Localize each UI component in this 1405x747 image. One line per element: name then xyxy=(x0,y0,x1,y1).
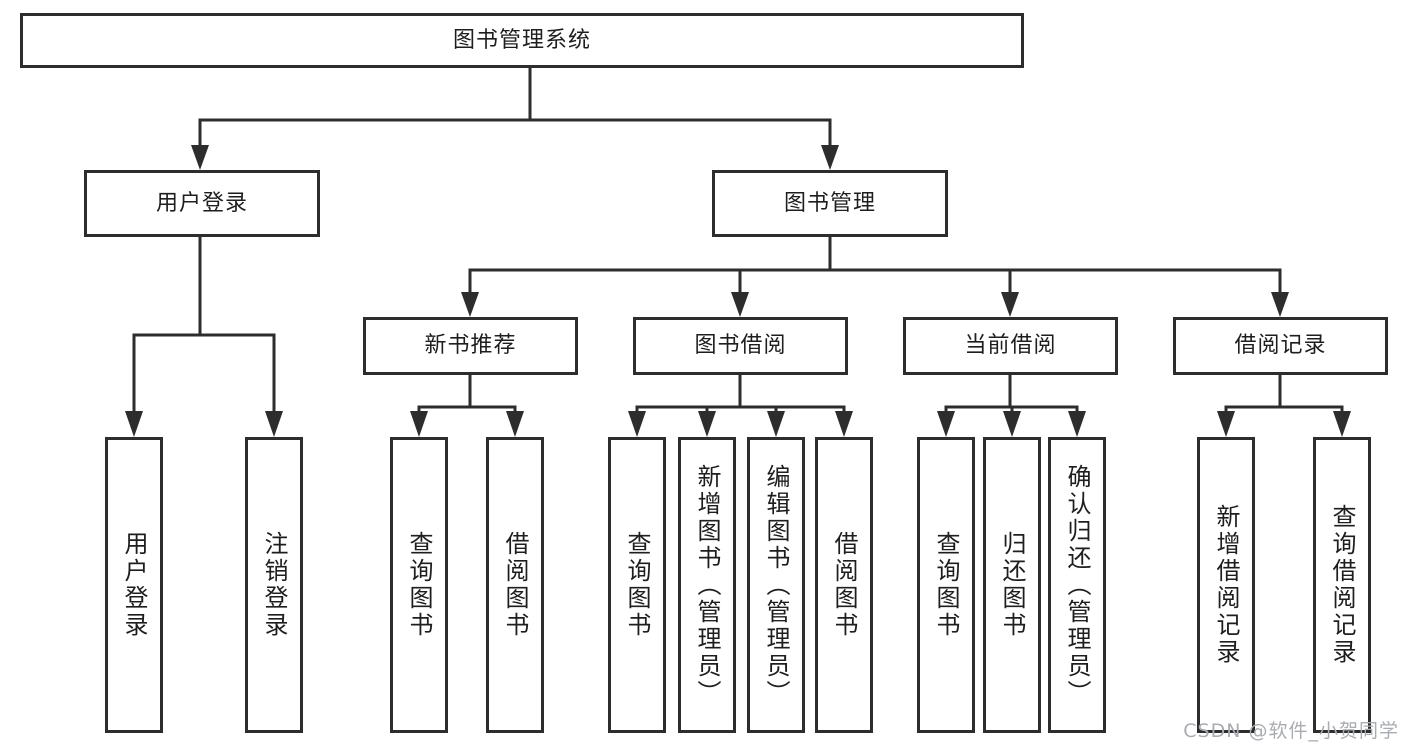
leaf-records-query-borrow-record: 查询借阅记录 xyxy=(1313,437,1371,733)
leaf-borrowing-query-books-label: 查询图书 xyxy=(623,531,651,639)
connector-book-management-split xyxy=(468,235,1282,297)
leaf-newbook-borrow-books-label: 借阅图书 xyxy=(501,531,529,639)
leaf-user-login: 用户登录 xyxy=(105,437,163,733)
leaf-logout-login-label: 注销登录 xyxy=(260,531,288,639)
leaf-current-confirm-return-admin-label: 确认归还（管理员） xyxy=(1063,463,1091,707)
connector-root-split xyxy=(198,66,832,150)
leaf-current-confirm-return-admin: 确认归还（管理员） xyxy=(1048,437,1106,733)
leaf-borrowing-add-books-admin: 新增图书（管理员） xyxy=(678,437,736,733)
connector-level2-splits xyxy=(417,373,1344,417)
leaf-borrowing-query-books: 查询图书 xyxy=(608,437,666,733)
node-new-book-recommendation: 新书推荐 xyxy=(363,317,578,375)
node-user-login-label: 用户登录 xyxy=(155,190,248,216)
leaf-current-return-books: 归还图书 xyxy=(983,437,1041,733)
node-library-management-system: 图书管理系统 xyxy=(20,13,1024,68)
csdn-watermark: CSDN @软件_小贺同学 xyxy=(1183,720,1399,742)
node-book-borrowing-label: 图书借阅 xyxy=(694,333,787,358)
node-book-management-label: 图书管理 xyxy=(783,190,876,216)
leaf-current-query-books: 查询图书 xyxy=(917,437,975,733)
connector-user-login-split xyxy=(132,235,276,417)
node-current-borrowing: 当前借阅 xyxy=(903,317,1118,375)
node-borrowing-records-label: 借阅记录 xyxy=(1234,333,1327,358)
node-book-management: 图书管理 xyxy=(712,170,948,237)
leaf-records-query-borrow-record-label: 查询借阅记录 xyxy=(1328,504,1356,666)
leaf-borrowing-borrow-books: 借阅图书 xyxy=(815,437,873,733)
node-borrowing-records: 借阅记录 xyxy=(1173,317,1388,375)
leaf-borrowing-edit-books-admin: 编辑图书（管理员） xyxy=(747,437,805,733)
node-book-borrowing: 图书借阅 xyxy=(633,317,848,375)
leaf-newbook-borrow-books: 借阅图书 xyxy=(486,437,544,733)
leaf-newbook-query-books-label: 查询图书 xyxy=(405,531,433,639)
leaf-newbook-query-books: 查询图书 xyxy=(390,437,448,733)
leaf-records-add-borrow-record: 新增借阅记录 xyxy=(1197,437,1255,733)
leaf-borrowing-borrow-books-label: 借阅图书 xyxy=(830,531,858,639)
leaf-user-login-label: 用户登录 xyxy=(120,531,148,639)
leaf-logout-login: 注销登录 xyxy=(245,437,303,733)
node-new-book-recommendation-label: 新书推荐 xyxy=(424,333,517,358)
node-user-login: 用户登录 xyxy=(84,170,320,237)
leaf-borrowing-add-books-admin-label: 新增图书（管理员） xyxy=(693,463,721,707)
node-library-management-system-label: 图书管理系统 xyxy=(452,27,591,53)
leaf-records-add-borrow-record-label: 新增借阅记录 xyxy=(1212,504,1240,666)
node-current-borrowing-label: 当前借阅 xyxy=(964,333,1057,358)
leaf-current-query-books-label: 查询图书 xyxy=(932,531,960,639)
leaf-borrowing-edit-books-admin-label: 编辑图书（管理员） xyxy=(762,463,790,707)
leaf-current-return-books-label: 归还图书 xyxy=(998,531,1026,639)
